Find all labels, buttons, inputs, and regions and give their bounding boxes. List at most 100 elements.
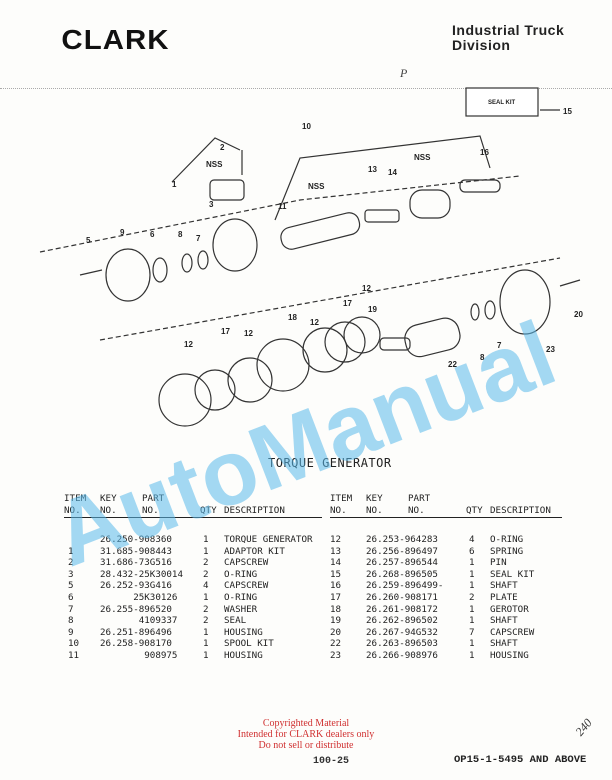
adaptor xyxy=(209,179,245,201)
cell-part: 26.262-896502 xyxy=(366,615,438,627)
cell-desc: SEAL KIT xyxy=(490,568,535,580)
cell-qty: 1 xyxy=(469,603,475,615)
cell-part: 26.263-896503 xyxy=(366,638,438,650)
header-key: NO. xyxy=(366,505,383,516)
handwritten-number: 240 xyxy=(572,715,595,739)
cell-desc: CAPSCREW xyxy=(224,580,269,592)
cell-desc: SHAFT xyxy=(490,638,518,650)
cell-part: 26.266-908976 xyxy=(366,649,438,661)
cell-qty: 2 xyxy=(469,591,475,603)
o-ring-12 xyxy=(343,316,381,354)
cell-desc: ADAPTOR KIT xyxy=(224,545,285,557)
copyright-line: Do not sell or distribute xyxy=(258,740,354,751)
seal xyxy=(181,253,193,273)
cell-part: 26.261-908172 xyxy=(366,603,438,615)
o-ring-12 xyxy=(227,357,273,403)
callout: 19 xyxy=(368,305,377,314)
callout: 12 xyxy=(244,329,253,338)
cell-qty: 6 xyxy=(469,545,475,557)
spring xyxy=(364,209,400,223)
cell-desc: O-RING xyxy=(224,568,258,580)
header-desc: DESCRIPTION xyxy=(224,505,285,516)
cell-qty: 2 xyxy=(203,603,209,615)
cell-part: 908975 xyxy=(100,649,178,661)
cell-part: 26.250-908360 xyxy=(100,534,172,545)
callout: 8 xyxy=(480,353,485,362)
cell-item: 6 xyxy=(68,591,74,603)
callout: 10 xyxy=(302,122,311,131)
callout: 13 xyxy=(368,165,377,174)
cell-desc: GEROTOR xyxy=(490,603,529,615)
cell-item: 13 xyxy=(330,545,342,557)
housing-23 xyxy=(499,269,551,335)
callout: 20 xyxy=(574,310,583,319)
cell-part: 26.267-94G532 xyxy=(366,626,438,638)
copyright-line: Copyrighted Material xyxy=(262,718,350,729)
cell-desc: SHAFT xyxy=(490,580,518,592)
cell-qty: 1 xyxy=(203,545,209,557)
o-ring xyxy=(152,257,168,283)
cell-part: 31.685-908443 xyxy=(100,545,172,557)
cell-item: 11 xyxy=(68,649,80,661)
cell-item: 23 xyxy=(330,649,342,661)
seal-kit-box xyxy=(465,87,539,117)
callout: 16 xyxy=(480,148,489,157)
callout: 18 xyxy=(288,313,297,322)
cell-qty: 4 xyxy=(469,534,475,545)
header-item: NO. xyxy=(330,505,347,516)
copyright-line: Intended for CLARK dealers only xyxy=(237,729,375,740)
header-item: ITEM xyxy=(64,493,87,504)
cell-qty: 1 xyxy=(203,626,209,638)
plate-17 xyxy=(194,369,236,411)
cell-desc: SHAFT xyxy=(490,615,518,627)
callout: NSS xyxy=(308,182,325,191)
cell-qty: 1 xyxy=(203,638,209,650)
callout: 12 xyxy=(310,318,319,327)
callout: 8 xyxy=(178,230,183,239)
header-part: PART xyxy=(142,493,165,504)
page-number: 100-25 xyxy=(313,756,350,767)
cell-qty: 1 xyxy=(203,649,209,661)
callout: NSS xyxy=(206,160,223,169)
callout: 12 xyxy=(362,284,371,293)
cell-qty: 2 xyxy=(203,568,209,580)
cell-part: 26.259-896499- xyxy=(366,580,444,592)
cell-qty: 2 xyxy=(203,557,209,569)
header-part: NO. xyxy=(408,505,425,516)
cell-desc: WASHER xyxy=(224,603,258,615)
cell-item: 2 xyxy=(68,557,74,569)
cell-desc: TORQUE GENERATOR xyxy=(224,534,313,545)
cell-qty: 2 xyxy=(203,615,209,627)
spool xyxy=(280,212,361,250)
cell-qty: 1 xyxy=(469,580,475,592)
seal-kit-label: SEAL KIT xyxy=(488,100,516,106)
seal-8 xyxy=(470,303,480,321)
cell-item: 1 xyxy=(68,545,74,557)
callout: 6 xyxy=(150,230,155,239)
callout: 17 xyxy=(343,299,352,308)
cell-desc: O-RING xyxy=(224,591,258,603)
cell-desc: HOUSING xyxy=(224,626,263,638)
header-qty: QTY xyxy=(200,505,217,516)
callout: 12 xyxy=(184,340,193,349)
callout: 3 xyxy=(209,200,214,209)
cell-item: 15 xyxy=(330,568,342,580)
header-part: NO. xyxy=(142,505,159,516)
cell-item: 9 xyxy=(68,626,74,638)
capscrew-20 xyxy=(559,279,581,287)
cell-part: 26.260-908171 xyxy=(366,591,438,603)
header-key: KEY xyxy=(366,493,383,504)
cell-desc: HOUSING xyxy=(224,649,263,661)
o-ring-12 xyxy=(302,327,348,373)
cell-qty: 1 xyxy=(203,591,209,603)
